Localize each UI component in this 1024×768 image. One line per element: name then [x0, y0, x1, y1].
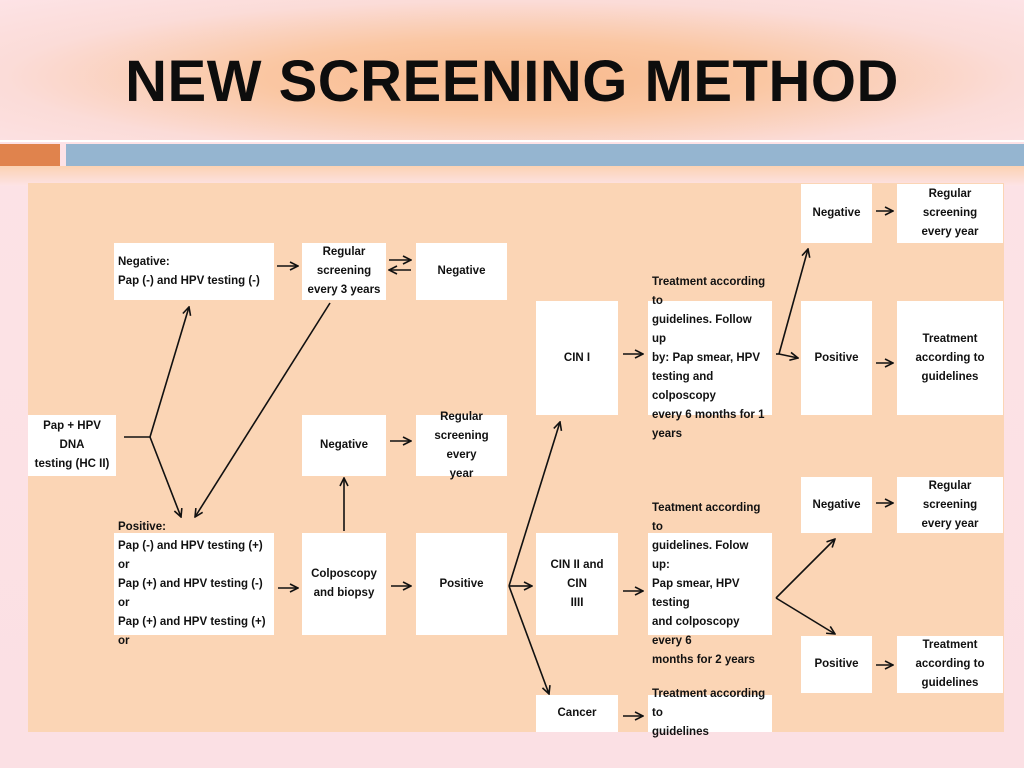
node-regular-3yr: Regular screening every 3 years [302, 243, 386, 300]
accent-bar-blue [66, 144, 1024, 166]
title-band [0, 0, 1024, 140]
node-negative-loop: Negative [416, 243, 507, 300]
node-biopsy-negative: Negative [302, 415, 386, 476]
node-cin1-positive-treatment: Treatment according to guidelines [897, 301, 1003, 415]
node-cin23-negative-regular: Regular screening every year [897, 477, 1003, 533]
header-glow [0, 166, 1024, 186]
node-cin23-negative: Negative [801, 477, 872, 533]
node-cin23-positive: Positive [801, 636, 872, 693]
slide-title: NEW SCREENING METHOD [125, 49, 899, 114]
node-cin23: CIN II and CIN IIII [536, 533, 618, 635]
node-cin1-positive: Positive [801, 301, 872, 415]
node-positive-main: Positive: Pap (-) and HPV testing (+) or… [114, 521, 274, 647]
node-cin23-positive-treatment: Treatment according to guidelines [897, 636, 1003, 693]
node-colposcopy: Colposcopy and biopsy [302, 533, 386, 635]
node-cin1-negative-regular: Regular screening every year [897, 184, 1003, 243]
node-cin1-treatment: Treatment according to guidelines. Follo… [648, 276, 772, 440]
node-cin1: CIN I [536, 301, 618, 415]
node-cancer: Cancer [536, 695, 618, 732]
accent-bar-orange [0, 144, 60, 166]
node-cancer-treatment: Treatment according to guidelines [648, 688, 772, 738]
separator-line [0, 140, 1024, 142]
node-cin23-treatment: Teatment according to guidelines. Folow … [648, 502, 772, 666]
node-cin1-negative: Negative [801, 184, 872, 243]
node-negative-main: Negative: Pap (-) and HPV testing (-) [114, 243, 274, 300]
node-biopsy-negative-regular: Regular screening every year [416, 411, 507, 480]
node-biopsy-positive: Positive [416, 533, 507, 635]
node-start: Pap + HPV DNA testing (HC II) [28, 415, 116, 476]
